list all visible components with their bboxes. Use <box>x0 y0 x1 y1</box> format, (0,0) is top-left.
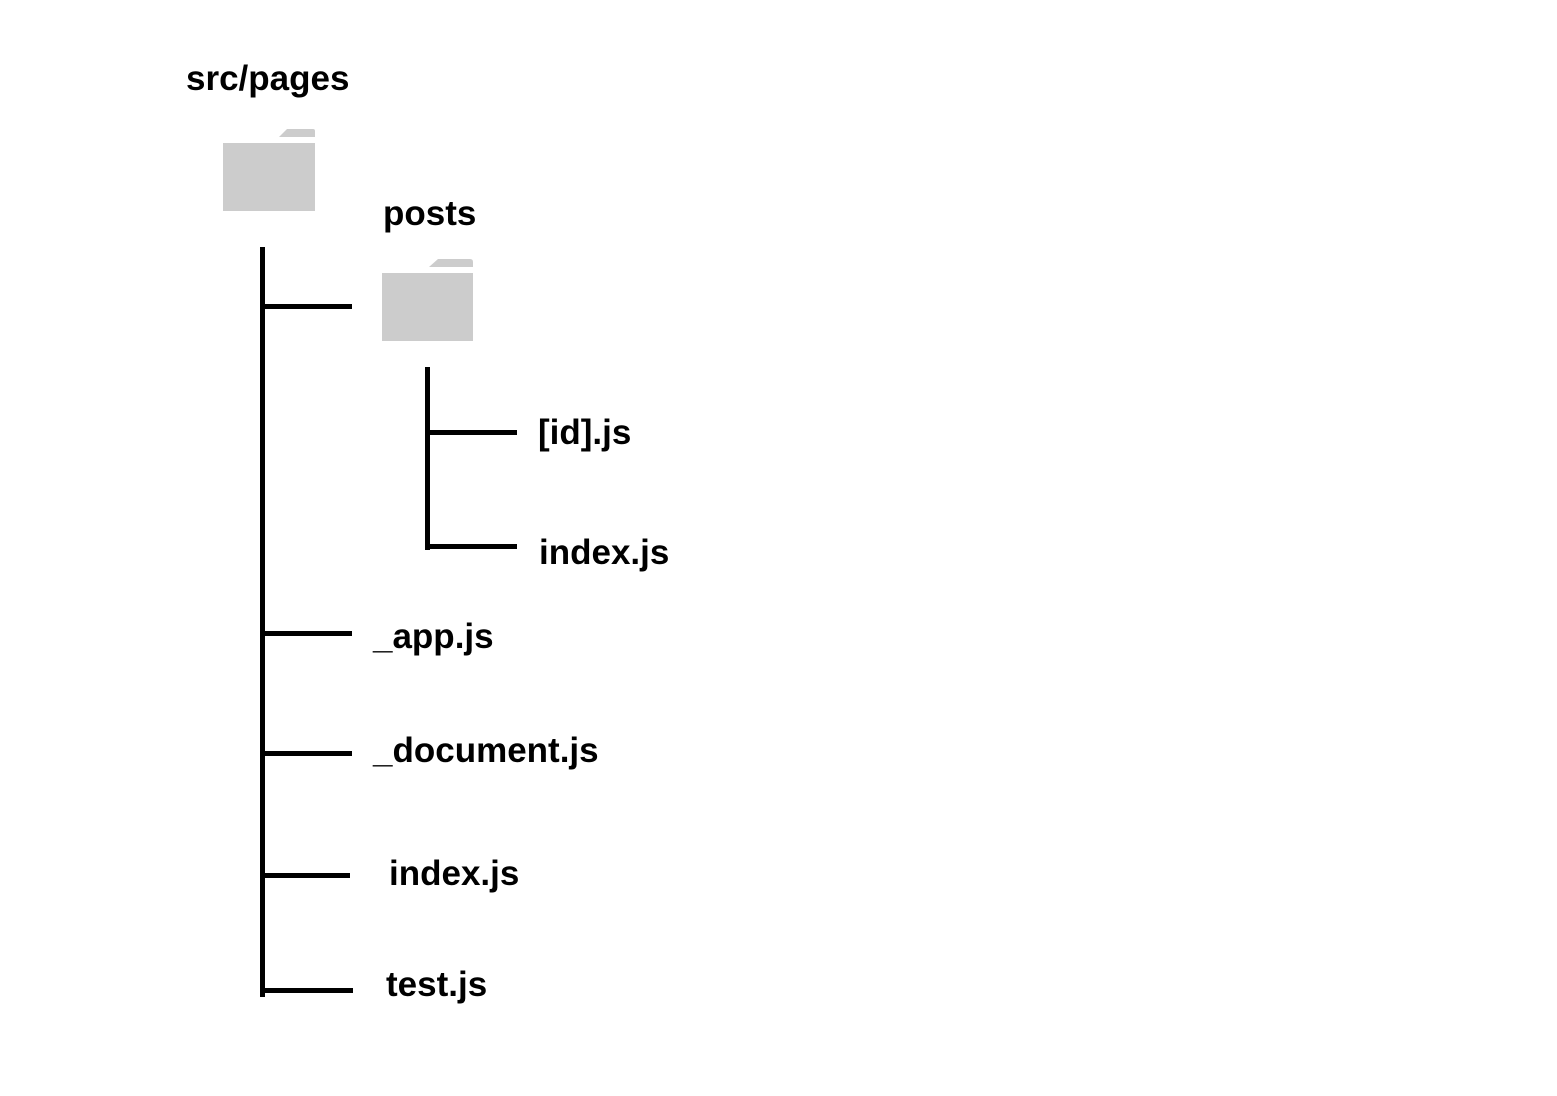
branch-line-posts-index-js <box>427 544 517 549</box>
folder-label-posts: posts <box>383 194 477 233</box>
branch-line-document-js <box>262 751 352 756</box>
branch-line-app-js <box>262 631 352 636</box>
posts-trunk-line <box>425 367 430 550</box>
branch-line-id-js <box>427 430 517 435</box>
root-folder-label: src/pages <box>186 59 350 98</box>
file-label-posts-index-js: index.js <box>539 533 670 572</box>
folder-icon <box>223 129 315 211</box>
tree-trunk-line <box>260 247 265 997</box>
file-label-test-js: test.js <box>386 965 488 1004</box>
branch-line-index-js <box>262 873 350 878</box>
file-label-id-js: [id].js <box>538 413 632 452</box>
file-label-document-js: _document.js <box>373 731 599 770</box>
branch-line-posts <box>262 304 352 309</box>
folder-icon <box>382 259 473 341</box>
file-label-app-js: _app.js <box>373 617 494 656</box>
branch-line-test-js <box>262 988 353 993</box>
file-label-index-js: index.js <box>389 854 520 893</box>
